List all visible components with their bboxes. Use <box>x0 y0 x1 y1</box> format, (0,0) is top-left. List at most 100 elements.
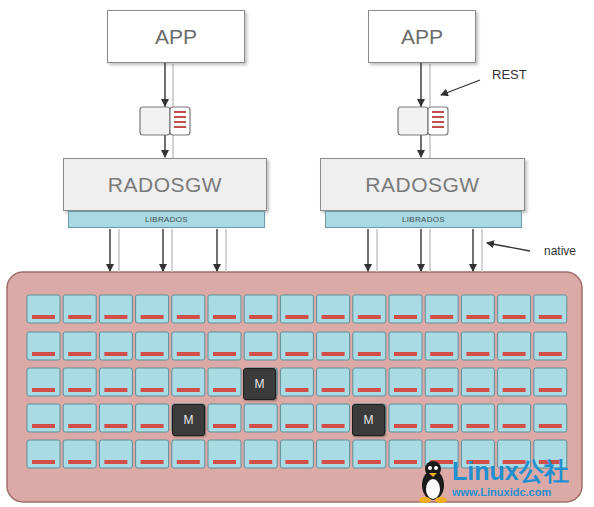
osd-cell <box>136 332 169 360</box>
osd-cell <box>208 440 241 468</box>
osd-cell <box>389 368 422 396</box>
callout-label: native <box>544 244 576 258</box>
monitor-box: M <box>243 368 276 400</box>
osd-cell <box>63 440 96 468</box>
arrow-head <box>161 99 169 107</box>
node-text: M <box>184 413 194 427</box>
osd-cell <box>461 368 494 396</box>
osd-cell <box>425 404 458 432</box>
node-text: LIBRADOS <box>145 215 188 224</box>
osd-cell <box>498 295 531 323</box>
callout-label: REST <box>492 67 527 82</box>
monitor-box: M <box>352 404 385 436</box>
osd-cell <box>425 295 458 323</box>
osd-cell <box>172 295 205 323</box>
osd-cell <box>136 404 169 432</box>
osd-cell <box>534 404 567 432</box>
osd-cell <box>208 368 241 396</box>
node-text: LIBRADOS <box>402 215 445 224</box>
osd-cell <box>280 404 313 432</box>
osd-cell <box>63 295 96 323</box>
osd-cell <box>99 404 132 432</box>
osd-cell <box>461 332 494 360</box>
adapter-icon <box>140 107 190 135</box>
native-arrows <box>110 229 473 271</box>
osd-cell <box>244 332 277 360</box>
osd-cell <box>425 368 458 396</box>
osd-cell <box>208 332 241 360</box>
osd-cell <box>389 295 422 323</box>
watermark: Linux公社 <box>452 455 569 488</box>
penguin-logo <box>419 461 447 503</box>
osd-cell <box>389 404 422 432</box>
native-leader <box>487 243 530 251</box>
osd-cell <box>534 332 567 360</box>
osd-cell <box>498 404 531 432</box>
osd-cell <box>534 295 567 323</box>
node-text: RADOSGW <box>365 173 479 197</box>
osd-cell <box>244 404 277 432</box>
osd-cell <box>99 368 132 396</box>
osd-grid <box>27 295 567 468</box>
osd-cell <box>99 295 132 323</box>
arrow-head <box>417 99 425 107</box>
osd-cell <box>172 332 205 360</box>
osd-cell <box>208 295 241 323</box>
node-text: APP <box>401 25 443 49</box>
watermark: www.Linuxidc.com <box>452 486 551 498</box>
osd-cell <box>389 440 422 468</box>
osd-cell <box>461 404 494 432</box>
osd-cell <box>498 368 531 396</box>
osd-cell <box>389 332 422 360</box>
osd-cell <box>172 440 205 468</box>
request-arrow <box>420 63 421 157</box>
osd-cell <box>99 332 132 360</box>
osd-cell <box>244 440 277 468</box>
osd-cell <box>27 404 60 432</box>
gateway-box: RADOSGW <box>63 158 267 211</box>
gateway-box: RADOSGW <box>320 158 525 211</box>
osd-cell <box>353 295 386 323</box>
library-band: LIBRADOS <box>325 211 522 228</box>
cluster-body <box>7 272 582 502</box>
osd-cell <box>461 295 494 323</box>
osd-cell <box>280 332 313 360</box>
node-text: M <box>364 413 374 427</box>
osd-cell <box>136 368 169 396</box>
osd-cell <box>353 440 386 468</box>
osd-cell <box>244 295 277 323</box>
app-box: APP <box>368 10 476 63</box>
osd-cell <box>317 440 350 468</box>
osd-cell <box>280 440 313 468</box>
osd-cell <box>317 404 350 432</box>
osd-cell <box>208 404 241 432</box>
osd-cell <box>172 368 205 396</box>
osd-cell <box>317 368 350 396</box>
osd-cell <box>27 368 60 396</box>
app-box: APP <box>107 10 245 63</box>
osd-cell <box>498 332 531 360</box>
osd-cell <box>63 368 96 396</box>
osd-cell <box>353 332 386 360</box>
osd-cell <box>27 295 60 323</box>
osd-cell <box>317 332 350 360</box>
osd-cell <box>534 368 567 396</box>
node-text: RADOSGW <box>108 173 222 197</box>
osd-cell <box>63 404 96 432</box>
rest-leader <box>441 80 480 95</box>
library-band: LIBRADOS <box>68 211 265 228</box>
osd-cell <box>317 295 350 323</box>
osd-cell <box>425 332 458 360</box>
osd-cell <box>280 295 313 323</box>
node-text: APP <box>155 25 197 49</box>
node-text: M <box>255 377 265 391</box>
osd-cell <box>136 295 169 323</box>
adapter-icon <box>398 107 448 135</box>
request-arrow <box>164 63 165 157</box>
osd-cell <box>63 332 96 360</box>
osd-cell <box>27 440 60 468</box>
osd-cell <box>353 368 386 396</box>
osd-cell <box>280 368 313 396</box>
osd-cell <box>136 440 169 468</box>
osd-cell <box>99 440 132 468</box>
